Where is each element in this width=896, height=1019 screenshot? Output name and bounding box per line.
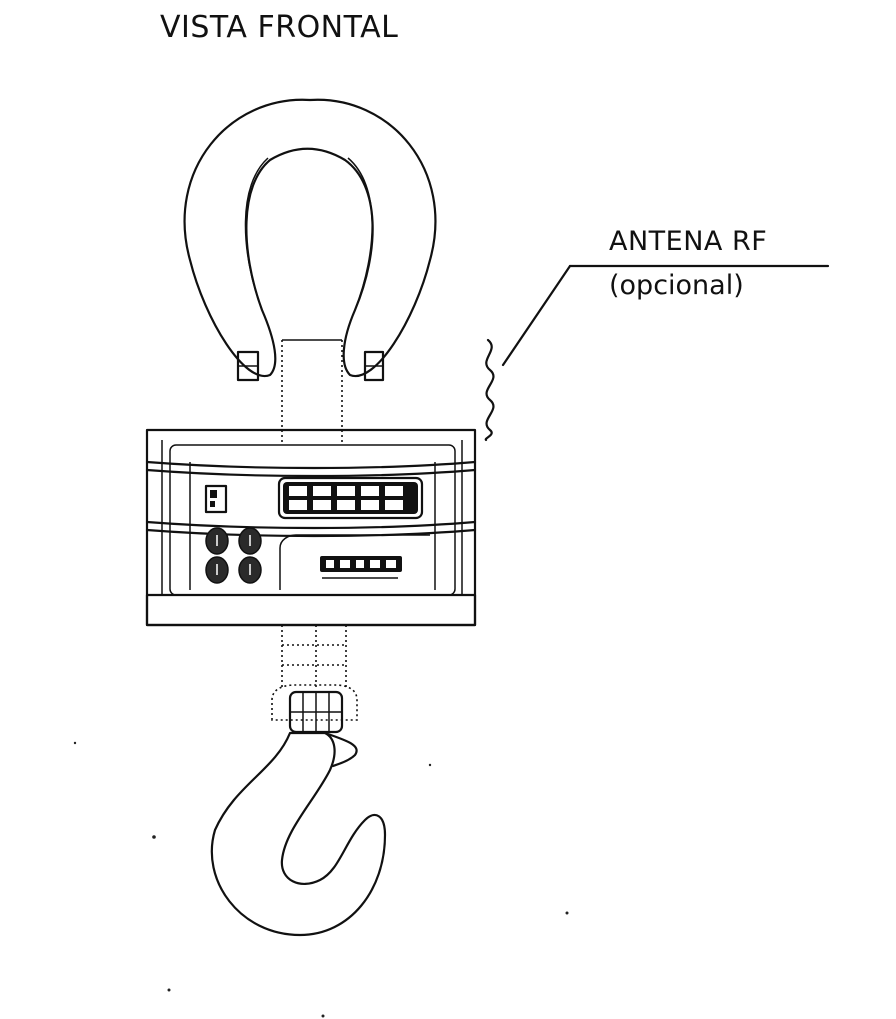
keypad bbox=[205, 527, 262, 584]
shackle bbox=[183, 98, 437, 378]
upper-connector bbox=[281, 339, 343, 445]
shackle-nuts bbox=[236, 350, 385, 382]
weight-display bbox=[277, 476, 424, 520]
antenna-label: ANTENA RF bbox=[609, 226, 768, 257]
hook-swivel bbox=[271, 684, 358, 734]
rf-antenna bbox=[484, 264, 830, 442]
brand-label bbox=[320, 556, 402, 579]
drawing-title: VISTA FRONTAL bbox=[160, 10, 399, 45]
lower-connector bbox=[281, 625, 347, 690]
antenna-note: (opcional) bbox=[609, 270, 744, 301]
hook bbox=[210, 731, 387, 937]
scan-specks bbox=[73, 741, 569, 1018]
status-indicator bbox=[204, 484, 228, 514]
scale-housing bbox=[145, 428, 477, 627]
